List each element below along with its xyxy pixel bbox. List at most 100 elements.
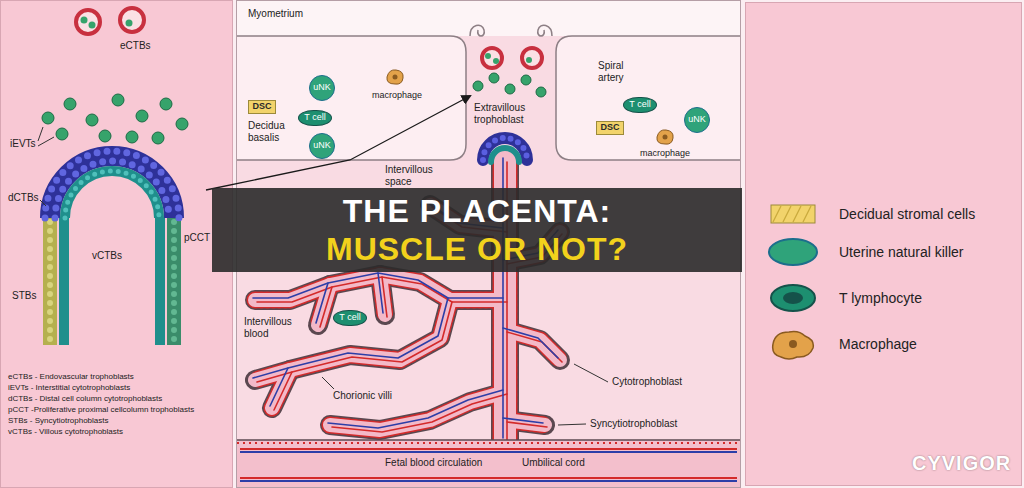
chorionic-villi <box>378 273 383 313</box>
interstitial-trophoblast <box>160 98 172 110</box>
cell-column-cap <box>483 138 527 162</box>
abbreviation-note: pCCT -Proliferative proximal cellcolumn … <box>8 405 194 414</box>
stromal-cell-icon <box>793 206 801 222</box>
leader-line <box>574 364 608 382</box>
endovascular-vessel <box>482 48 502 68</box>
legend-swatch <box>765 282 821 314</box>
cell-label: macrophage <box>372 90 422 100</box>
interstitial-trophoblast <box>42 73 546 144</box>
interstitial-trophoblast <box>56 128 68 140</box>
t-cell: T cell <box>333 310 366 327</box>
region-label: Cytotrophoblast <box>612 376 682 388</box>
legend-swatch <box>765 198 821 230</box>
region-label: Umbilical cord <box>522 457 585 469</box>
cell-name: uNK <box>313 83 331 93</box>
trophoblast-column <box>45 151 179 218</box>
trophoblast-column <box>45 151 179 345</box>
chorionic-plate <box>237 440 740 487</box>
endovascular-vessel <box>120 8 144 32</box>
leader-line <box>38 137 54 146</box>
trophoblast-column <box>59 218 69 345</box>
interstitial-trophoblast <box>99 130 111 142</box>
cell-type-label: dCTBs <box>8 192 39 204</box>
region-label: Myometrium <box>248 8 303 20</box>
macrophage-cell <box>657 130 673 144</box>
chorionic-plate <box>237 440 740 487</box>
legend-text: T lymphocyte <box>839 290 922 306</box>
endovascular-vessel <box>526 57 532 63</box>
t-cell-icon <box>783 292 803 304</box>
stromal-cell-box: DSC <box>596 121 623 135</box>
legend-entry: Uterine natural killer <box>765 236 964 268</box>
macrophage-cell <box>387 70 673 144</box>
stromal-cell-box: DSC <box>248 100 275 114</box>
leader-line <box>38 127 43 141</box>
abbreviation-note: vCTBs - Villous cytotrophoblasts <box>8 427 123 436</box>
chorionic-plate <box>237 442 740 444</box>
chorionic-plate <box>240 477 737 479</box>
chorionic-plate <box>240 451 737 453</box>
interstitial-trophoblast <box>112 94 124 106</box>
trophoblast-column <box>55 161 169 218</box>
leader-line <box>40 200 46 206</box>
chorionic-plate <box>240 480 737 482</box>
abbreviation-note: dCTBs - Distal cell column cytotrophobla… <box>8 394 162 403</box>
decidua-compartment <box>237 36 740 160</box>
pointer-arrow <box>206 96 470 190</box>
macrophage-cell <box>387 70 403 84</box>
t-cell: T cell <box>623 97 656 114</box>
spiral-artery <box>470 25 552 36</box>
abbreviation-note: iEVTs - Interstitial cytotrophoblasts <box>8 383 130 392</box>
legend-entry: Macrophage <box>765 328 917 360</box>
title-text: MUSCLE OR NOT? <box>326 230 628 268</box>
chorionic-plate <box>237 439 740 441</box>
interstitial-trophoblast <box>42 112 54 124</box>
interstitial-trophoblast <box>136 110 148 122</box>
chorionic-villi <box>270 368 288 406</box>
legend-text: Uterine natural killer <box>839 244 964 260</box>
endovascular-vessel <box>126 20 133 27</box>
legend-swatch <box>773 332 814 360</box>
trophoblast-column <box>155 218 165 345</box>
stromal-cell-icon <box>771 205 815 223</box>
chorionic-plate <box>240 448 737 450</box>
region-label: Intervillous space <box>385 164 445 187</box>
t-cell-icon <box>771 285 815 311</box>
macrophage-cell <box>393 75 398 80</box>
spiral-artery <box>470 25 484 36</box>
trophoblast-column <box>65 171 159 218</box>
trophoblast-column <box>171 222 177 345</box>
legend-swatch <box>765 328 821 360</box>
watermark: CYVIGOR <box>912 452 1011 475</box>
interstitial-trophoblast <box>536 87 546 97</box>
panel-ground <box>746 3 1022 486</box>
title-banner: THE PLACENTA:MUSCLE OR NOT? <box>212 188 742 272</box>
macrophage-cell <box>663 135 668 140</box>
pointer-arrow <box>206 96 470 190</box>
endovascular-vessel <box>81 17 88 24</box>
legend-entry: T lymphocyte <box>765 282 922 314</box>
region-label: Extravillous trophoblast <box>474 102 540 125</box>
legend-swatch <box>765 236 821 268</box>
cell-name: T cell <box>304 113 325 123</box>
trophoblast-column <box>167 218 181 345</box>
legend-text: Macrophage <box>839 336 917 352</box>
cell-name: DSC <box>600 123 619 133</box>
legend-swatch <box>769 239 817 265</box>
macrophage-cell <box>657 130 673 144</box>
trophoblast-column <box>43 218 57 345</box>
panel-ground <box>1 1 233 488</box>
cell-name: uNK <box>688 115 706 125</box>
endovascular-vessel <box>493 58 499 64</box>
cell-name: uNK <box>313 141 331 151</box>
t-cell: T cell <box>298 110 331 127</box>
leader-line <box>558 424 586 425</box>
interstitial-trophoblast <box>505 84 515 94</box>
interstitial-trophoblast <box>152 132 164 144</box>
chorionic-villi <box>503 418 543 423</box>
endovascular-vessel <box>76 10 100 34</box>
spiral-artery <box>538 25 552 36</box>
